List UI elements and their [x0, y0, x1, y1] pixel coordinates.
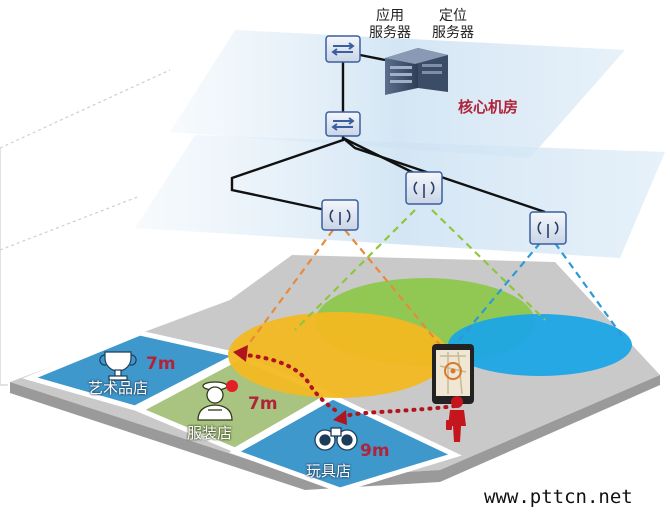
coverage-zones: [228, 278, 632, 398]
distance-clothing-label: 7m: [248, 394, 278, 414]
watermark: www.pttcn.net: [480, 486, 637, 509]
server-icon: [385, 48, 448, 95]
app-server-label-line1: 应用: [376, 8, 404, 24]
store-toy-label: 玩具店: [306, 462, 352, 480]
binoculars-icon: [314, 427, 358, 451]
core-room-plane: [170, 30, 625, 158]
store-clothing-label: 服装店: [187, 424, 233, 442]
access-point-icon: [529, 211, 567, 245]
access-layer-plane: [135, 135, 665, 258]
aggregation-switch: [325, 111, 361, 137]
core-router: [325, 35, 361, 63]
trophy-icon: [99, 351, 137, 381]
smartphone-map-icon: [432, 344, 474, 404]
stack-guide-lines: [0, 69, 171, 386]
access-point-icon: [321, 199, 359, 231]
network-links: [230, 53, 546, 214]
core-room-label: 核心机房: [458, 98, 519, 116]
store-art-label: 艺术品店: [88, 379, 149, 397]
loc-server-label-line1: 定位: [439, 8, 467, 24]
app-server-label-line2: 服务器: [369, 25, 411, 41]
loc-server-label-line2: 服务器: [432, 25, 474, 41]
distance-toy-label: 9m: [360, 441, 390, 461]
access-point-icon: [405, 171, 443, 205]
person-icon: [446, 396, 466, 442]
switch-icon: [331, 42, 355, 56]
path-arrows: [226, 345, 347, 425]
loc-server-label: 定位 服务器: [423, 8, 483, 42]
distance-art-label: 7m: [146, 354, 176, 374]
app-server-label: 应用 服务器: [360, 8, 420, 42]
clothing-icon: [197, 381, 233, 421]
signal-lines: [247, 209, 626, 346]
